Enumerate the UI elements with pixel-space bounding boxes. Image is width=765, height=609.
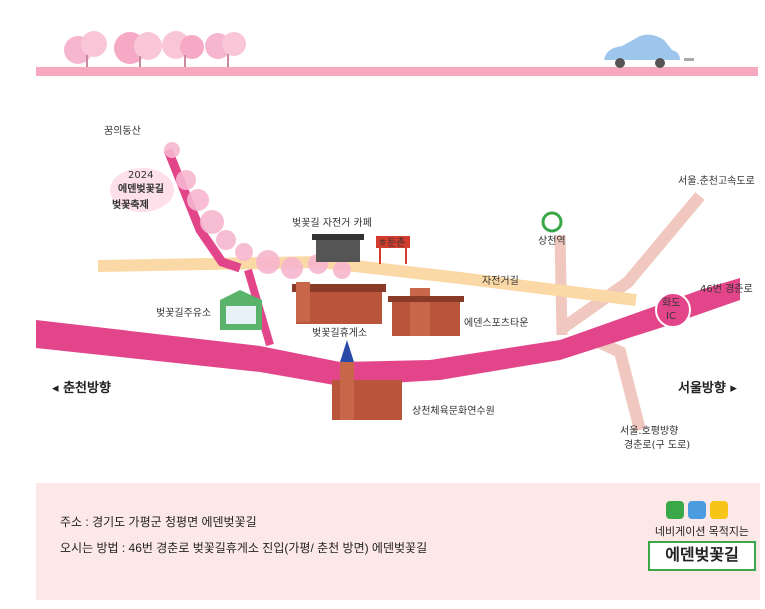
cherry-tree-icon (205, 32, 246, 67)
cherry-tree-icon (162, 31, 204, 67)
station-icon (541, 211, 563, 233)
bike-road (97, 255, 637, 306)
festival-path (163, 148, 242, 273)
car-icon (604, 34, 694, 68)
label-festival-line1: 에덴벚꽃길 (118, 182, 164, 195)
label-old-road-1: 서울.호평방향 (620, 425, 678, 437)
label-cafe-sign: ㅎ둔촌 (378, 237, 406, 249)
label-to-chuncheon: ◂ 춘천방향 (52, 380, 111, 396)
label-bike-road: 자전거길 (482, 274, 519, 287)
hwado-ic-badge (655, 292, 691, 328)
cafe-sign (376, 236, 410, 264)
label-old-road-2: 경춘로(구 도로) (624, 438, 690, 451)
address-text: 주소 : 경기도 가평군 청평면 에덴벚꽃길 (60, 515, 257, 529)
route-46-road (36, 278, 740, 386)
label-gas-station: 벚꽃길주유소 (156, 306, 211, 319)
label-festival-line2: 벚꽃축제 (112, 198, 149, 211)
label-sports-town: 에덴스포츠타운 (464, 317, 528, 329)
info-panel: 주소 : 경기도 가평군 청평면 에덴벚꽃길 오시는 방법 : 46번 경춘로 … (36, 483, 760, 600)
label-hwado: 화도 (662, 297, 680, 309)
nav-destination: 에덴벚꽃길 (648, 541, 756, 571)
rest-area-building (292, 282, 386, 324)
label-route46: 46번 경춘로 (700, 282, 753, 295)
expressway-road (556, 192, 705, 335)
location-pin-icon (710, 501, 728, 519)
label-kkum: 꿈의동산 (104, 125, 141, 137)
label-ic: IC (666, 311, 676, 322)
training-center-building (332, 340, 402, 420)
nav-caption: 네비게이션 목적지는 (654, 526, 750, 538)
blossom-cluster (164, 142, 351, 279)
festival-logo (110, 168, 174, 212)
label-festival-year: 2024 (128, 170, 153, 181)
label-expressway: 서울.춘천고속도로 (678, 175, 755, 187)
label-rest-area: 벚꽃길휴게소 (312, 326, 367, 339)
label-training-center: 상천체육문화연수원 (412, 405, 495, 417)
top-banner (36, 31, 758, 76)
label-cafe: 벚꽃길 자전거 카페 (292, 216, 372, 229)
directions-text: 오시는 방법 : 46번 경춘로 벚꽃길휴게소 진입(가평/ 춘천 방면) 에덴… (60, 541, 428, 555)
label-to-seoul: 서울방향 ▸ (678, 380, 737, 396)
label-station: 상천역 (538, 235, 566, 247)
cafe-building (312, 234, 364, 262)
sports-town-building (388, 288, 464, 336)
cherry-tree-icon (114, 32, 162, 67)
tmap-icon (666, 501, 684, 519)
old-road (587, 332, 646, 432)
cherry-tree-icon (64, 31, 107, 67)
kakaomap-icon (688, 501, 706, 519)
gas-station-building (220, 290, 262, 330)
